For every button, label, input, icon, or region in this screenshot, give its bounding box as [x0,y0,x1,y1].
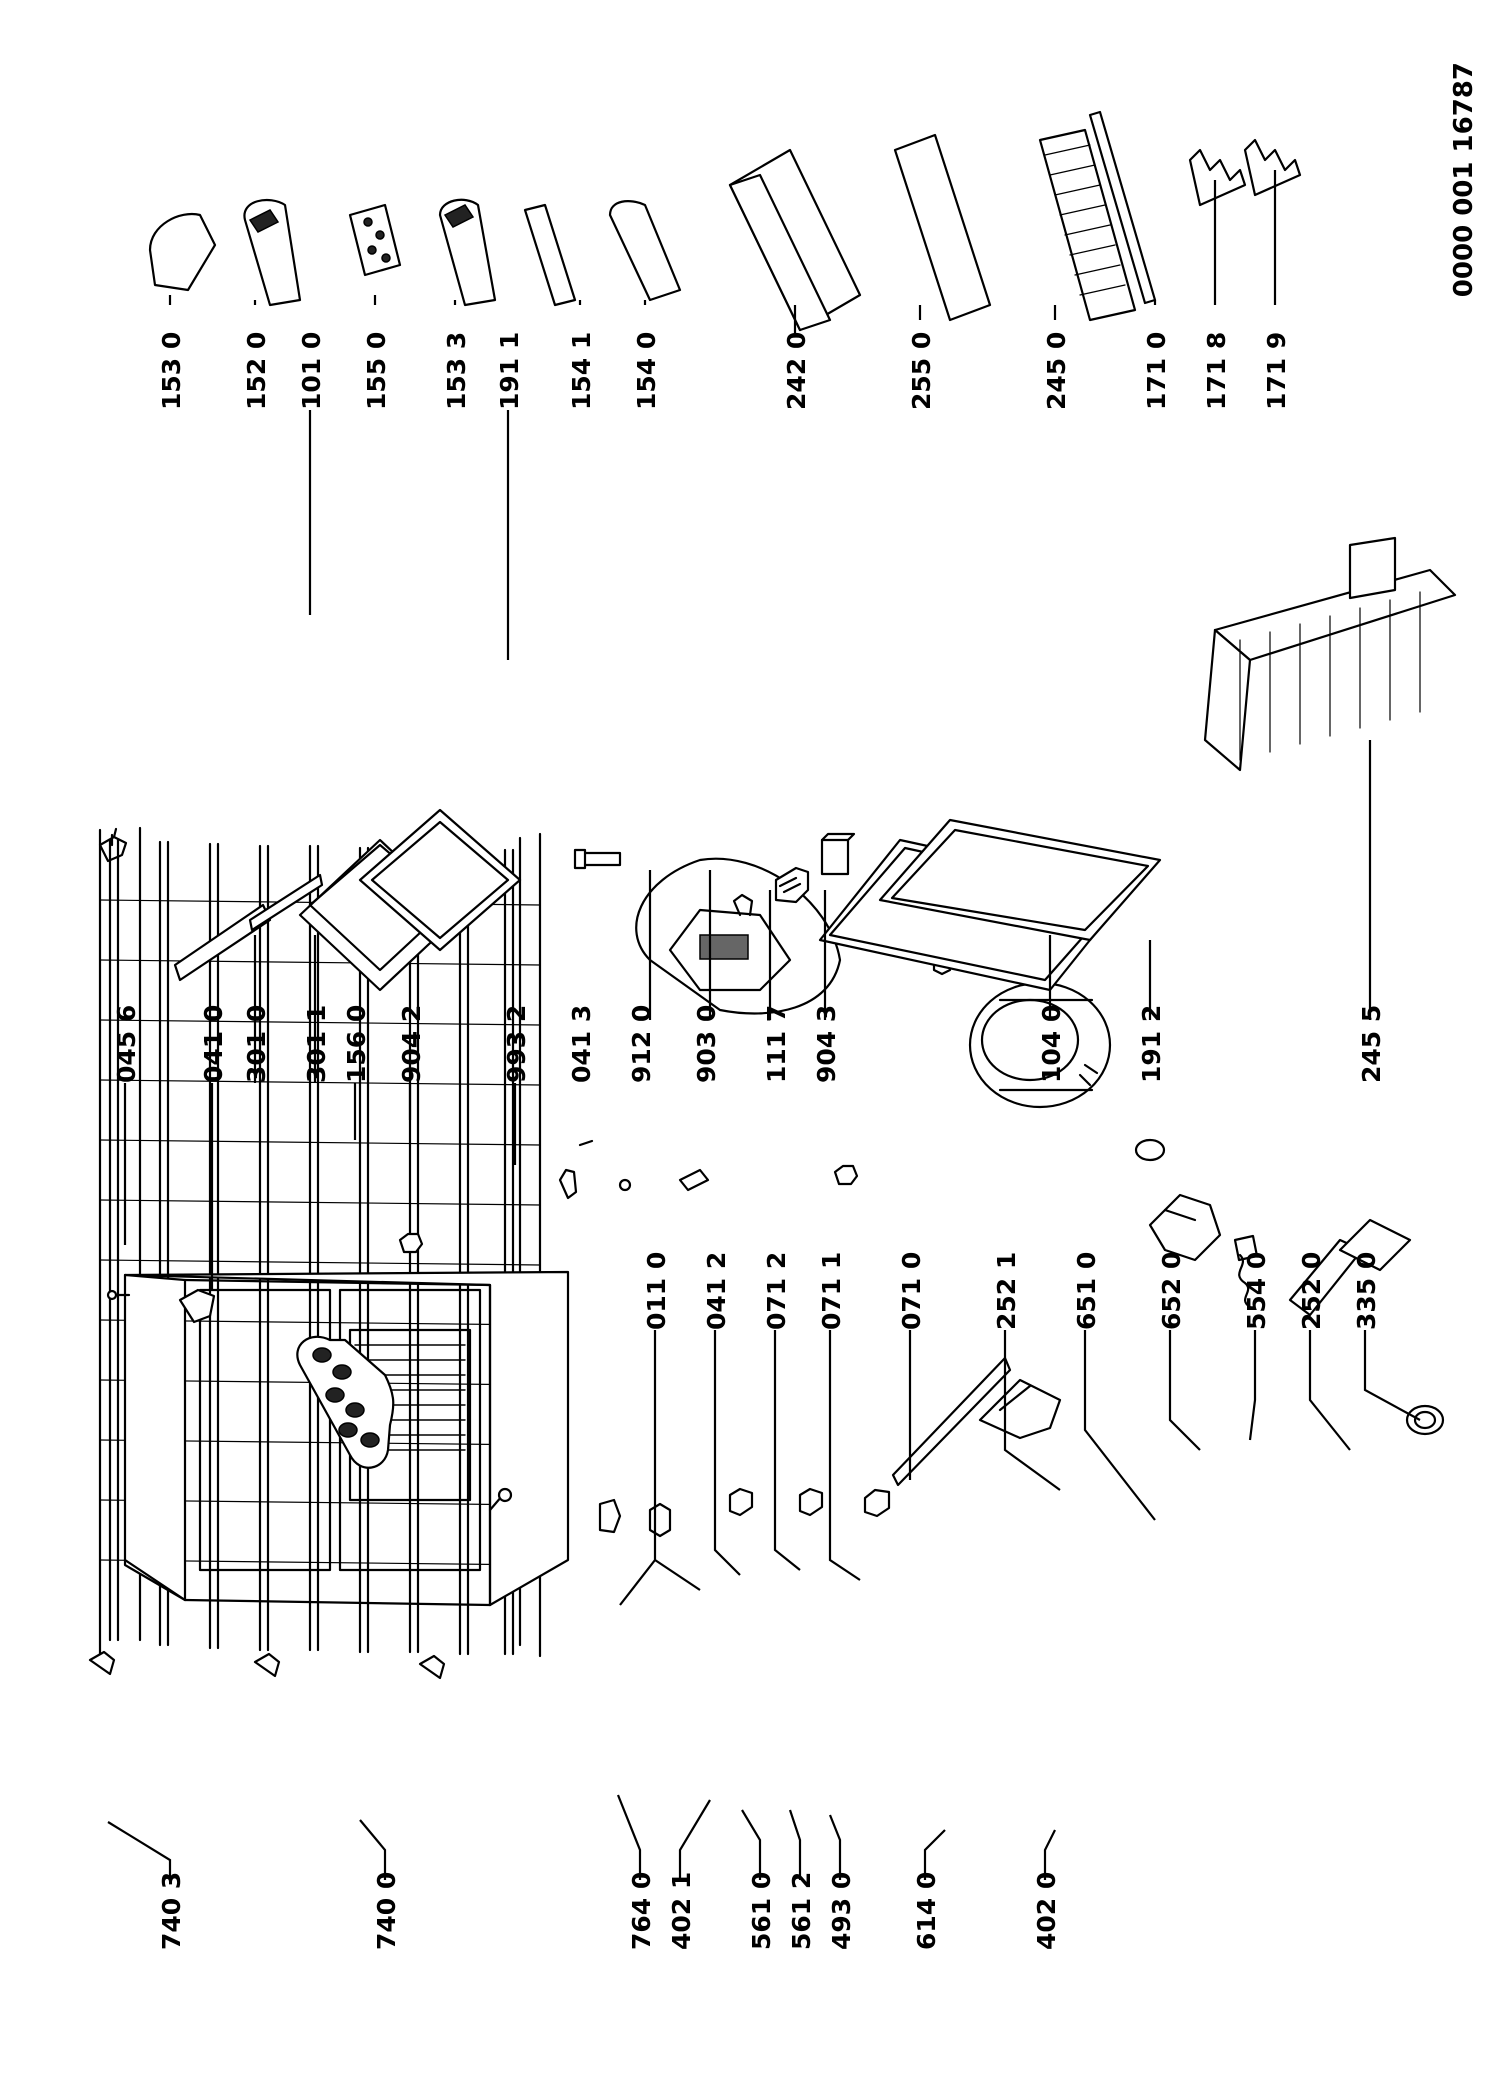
part-label-9042: 904 2 [397,1005,426,1083]
door-shelf-1540-drawing [608,200,682,302]
part-label-0711: 071 1 [817,1252,846,1330]
middle-small-parts-drawing [398,1139,859,1254]
main-door-gasket-drawing [878,818,1162,942]
part-label-7400: 740 0 [372,1872,401,1950]
dial-drawing [1405,1404,1445,1436]
hinge-drawing [728,1487,754,1517]
part-label-1530: 153 0 [157,332,186,410]
part-label-3011: 301 1 [302,1005,331,1083]
crisper-basket-drawing [1203,536,1457,772]
part-label-1541: 154 1 [567,332,596,410]
part-label-0412: 041 2 [702,1252,731,1330]
bulb-cap-drawing [488,1487,513,1512]
part-label-2550: 255 0 [907,332,936,410]
document-number: 0000 001 16787 [1449,62,1479,297]
part-label-2455: 245 5 [1357,1005,1386,1083]
part-label-7403: 740 3 [157,1872,186,1950]
door-shelf-1533-drawing [438,198,497,307]
part-label-2420: 242 0 [782,332,811,410]
part-label-1010: 101 0 [297,332,326,410]
part-label-1560: 156 0 [342,1005,371,1083]
part-label-5540: 554 0 [1242,1252,1271,1330]
condensate-tray-drawing [635,857,842,1015]
door-shelf-1520-drawing [243,198,302,307]
part-label-9120: 912 0 [627,1005,656,1083]
bulb-drawing [1134,1138,1166,1162]
door-shelf-1530-drawing [148,212,217,292]
light-switch-drawing [1288,1218,1412,1317]
part-label-6510: 651 0 [1072,1252,1101,1330]
part-label-2520: 252 0 [1297,1252,1326,1330]
part-label-1911: 191 1 [495,332,524,410]
relay-clip-drawing [732,893,754,917]
part-label-2521: 252 1 [992,1252,1021,1330]
part-label-2450: 245 0 [1042,332,1071,410]
thermostat-drawing [1148,1193,1222,1262]
pipe-drawing [573,848,622,870]
part-label-1912: 191 2 [1137,1005,1166,1083]
part-label-0456: 045 6 [112,1005,141,1083]
part-label-4020: 402 0 [1032,1872,1061,1950]
part-label-1117: 111 7 [762,1005,791,1083]
part-label-0712: 071 2 [762,1252,791,1330]
part-labels: 740 3 740 0 764 0 402 1 561 0 561 2 493 … [112,332,1386,1950]
part-label-1540: 154 0 [632,332,661,410]
part-label-6140: 614 0 [912,1872,941,1950]
cabinet-drawing [123,1270,570,1607]
lamp-holder-drawing [978,1378,1062,1440]
part-label-9043: 904 3 [812,1005,841,1083]
part-label-9030: 903 0 [692,1005,721,1083]
part-label-5612: 561 2 [787,1872,816,1950]
part-label-4021: 402 1 [667,1872,696,1950]
part-label-1710: 171 0 [1142,332,1171,410]
part-label-3010: 301 0 [242,1005,271,1083]
freezer-door-gasket-drawing [358,808,522,952]
part-label-1040: 104 0 [1037,1005,1066,1083]
hinge-pin-drawing [863,1488,891,1518]
part-label-0410: 041 0 [199,1005,228,1083]
part-label-1718: 171 8 [1202,332,1231,410]
part-label-0710: 071 0 [897,1252,926,1330]
hinge-bracket-drawing [598,1498,672,1538]
egg-holder-small-drawing [348,203,402,277]
part-label-1719: 171 9 [1262,332,1291,410]
glass-shelf-drawing [893,133,992,322]
part-label-1533: 153 3 [442,332,471,410]
compressor-drawing [968,981,1112,1109]
wire-shelf-drawing [1038,128,1137,322]
part-label-6520: 652 0 [1157,1252,1186,1330]
egg-tray-drawing [296,1335,395,1469]
part-label-0110: 011 0 [642,1252,671,1330]
part-label-1550: 155 0 [362,332,391,410]
part-label-1520: 152 0 [242,332,271,410]
label-ticks [168,170,1277,335]
door-shelf-1541-drawing [523,203,577,307]
crisper-drawing [728,148,862,332]
condenser-drawing [88,826,542,1680]
leader-lines [107,410,1421,1880]
part-label-5610: 561 0 [747,1872,776,1950]
spring-drawing [1233,1234,1259,1309]
part-label-7640: 764 0 [627,1872,656,1950]
part-label-4930: 493 0 [827,1872,856,1950]
part-label-9932: 993 2 [502,1005,531,1083]
part-label-3350: 335 0 [1352,1252,1381,1330]
overload-protector-drawing [820,832,856,876]
thermostat-knob-drawing [178,1288,216,1324]
shelf-support-1719-drawing [1243,138,1302,197]
part-label-0413: 041 3 [567,1005,596,1083]
door-strip-drawing [891,1356,1012,1487]
hinge-cover-drawing [798,1487,824,1517]
relay-drawing [774,866,810,904]
freezer-door-strip-drawing [173,873,324,982]
fixing-screw-drawing [106,1289,131,1301]
shelf-support-1718-drawing [1188,148,1247,207]
